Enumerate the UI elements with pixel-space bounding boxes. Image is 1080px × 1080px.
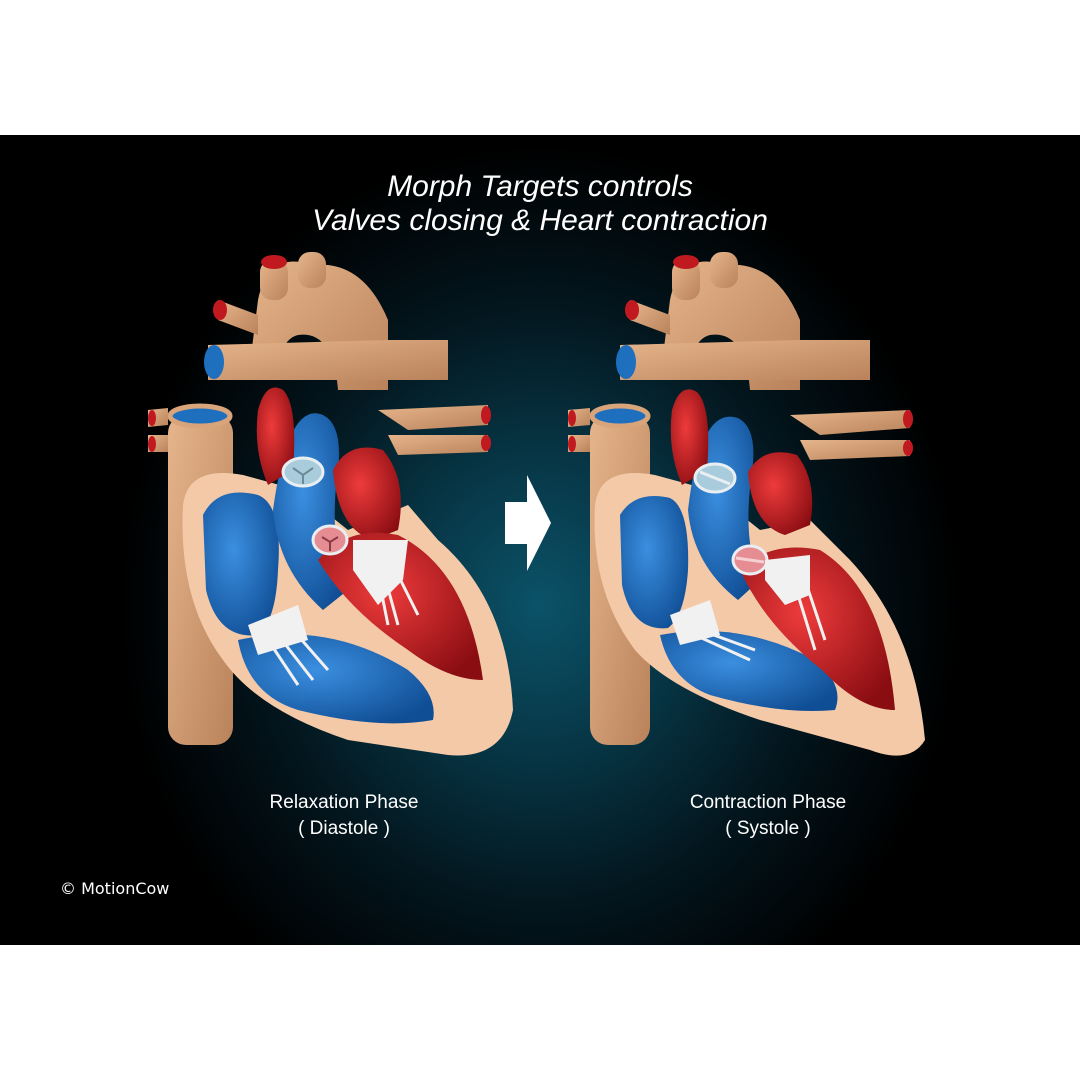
copyright-credit: © MotionCow bbox=[60, 879, 170, 898]
title-line-2: Valves closing & Heart contraction bbox=[312, 204, 768, 237]
right-arrow-icon bbox=[505, 475, 551, 571]
phase-label: Relaxation Phase bbox=[269, 792, 419, 813]
heart-systole-illustration bbox=[568, 252, 925, 756]
phase-label: Contraction Phase bbox=[689, 792, 847, 813]
phase-sublabel: ( Systole ) bbox=[725, 818, 811, 839]
caption-diastole: Relaxation Phase ( Diastole ) bbox=[214, 790, 474, 842]
illustration-panel: Morph Targets controls Valves closing & … bbox=[0, 135, 1080, 945]
caption-systole: Contraction Phase ( Systole ) bbox=[638, 790, 898, 842]
phase-sublabel: ( Diastole ) bbox=[298, 818, 390, 839]
title-line-1: Morph Targets controls bbox=[387, 170, 693, 203]
heart-diastole-illustration bbox=[148, 252, 513, 756]
